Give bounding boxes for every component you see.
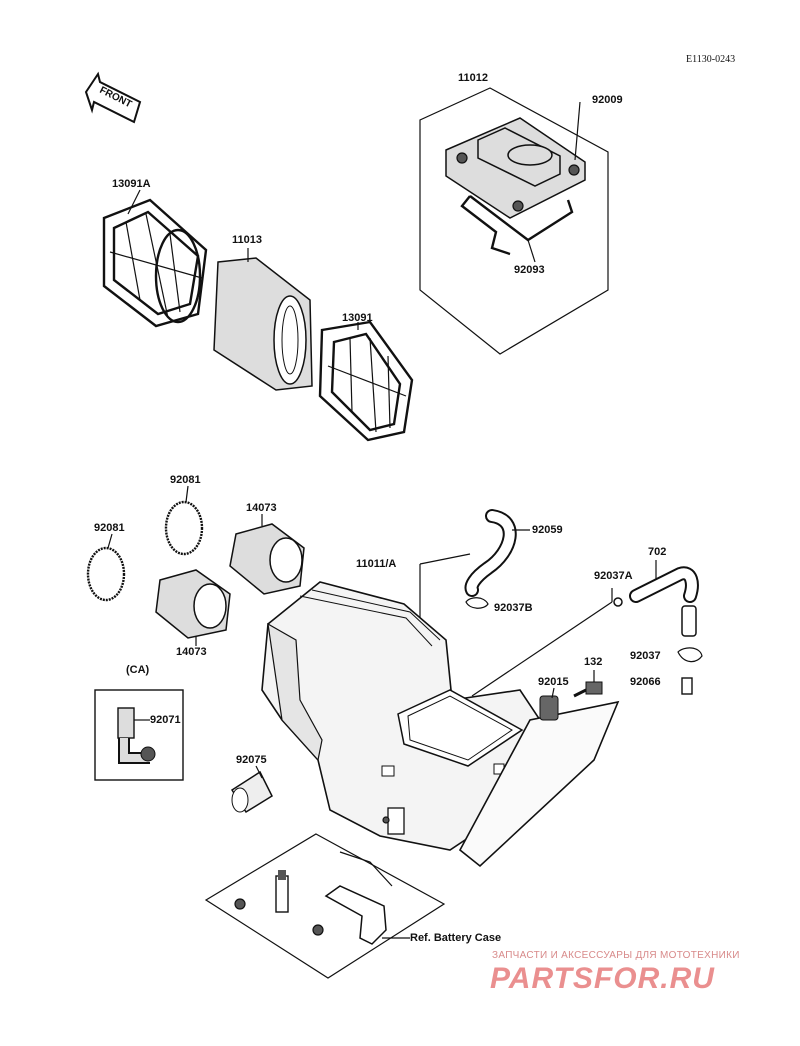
- filter-frame-left-part: [102, 198, 208, 328]
- label-92059: 92059: [532, 524, 563, 536]
- label-92009: 92009: [592, 94, 623, 106]
- label-92093: 92093: [514, 264, 545, 276]
- label-11012: 11012: [458, 72, 488, 84]
- gasket-part: [460, 195, 574, 256]
- label-92037: 92037: [630, 650, 661, 662]
- label-92066: 92066: [630, 676, 661, 688]
- label-11013: 11013: [232, 234, 262, 246]
- cover-part: [445, 117, 586, 219]
- ca-inset-box: [94, 689, 184, 781]
- label-132: 132: [584, 656, 603, 668]
- connector-92071-part: [117, 707, 156, 764]
- label-14073-upper: 14073: [246, 502, 277, 514]
- clip-b-part: [465, 597, 489, 609]
- label-702: 702: [648, 546, 667, 558]
- label-13091: 13091: [342, 312, 373, 324]
- label-92037b: 92037B: [494, 602, 533, 614]
- clip-92037-part: [677, 647, 703, 663]
- fitting-92066-part: [681, 677, 693, 695]
- label-92015: 92015: [538, 676, 569, 688]
- battery-case-plate-part: [458, 700, 620, 868]
- label-92081-upper: 92081: [170, 474, 201, 486]
- battery-case-ref-frame: [204, 833, 446, 979]
- clamp-ring-left-part: [86, 546, 126, 602]
- watermark-caption: ЗАПЧАСТИ И АКСЕССУАРЫ ДЛЯ МОТОТЕХНИКИ: [492, 950, 740, 961]
- sleeve-92075-part: [230, 770, 273, 814]
- clamp-ring-upper-part: [164, 500, 204, 556]
- duct-upper-part: [229, 523, 305, 595]
- air-filter-element-part: [213, 257, 313, 391]
- label-14073-lower: 14073: [176, 646, 207, 658]
- clamp-92015-part: [539, 695, 559, 721]
- label-ca: (CA): [126, 664, 150, 676]
- diagram-code: E1130-0243: [686, 54, 736, 65]
- watermark-logo: PARTSFOR.RU: [490, 962, 715, 995]
- label-92037a: 92037A: [594, 570, 633, 582]
- label-92071: 92071: [150, 714, 181, 726]
- label-ref-battery-case: Ref. Battery Case: [410, 932, 502, 944]
- label-11011a: 11011/A: [356, 558, 397, 570]
- battery-case-bracket-part: [234, 870, 387, 945]
- front-arrow-icon: [84, 71, 142, 124]
- cover-assembly-frame: [419, 87, 609, 355]
- label-13091a: 13091A: [112, 178, 151, 190]
- filter-frame-right-part: [318, 320, 414, 442]
- bolt-132-part: [573, 681, 603, 698]
- duct-lower-part: [155, 569, 231, 639]
- label-92075: 92075: [236, 754, 267, 766]
- label-92081-left: 92081: [94, 522, 125, 534]
